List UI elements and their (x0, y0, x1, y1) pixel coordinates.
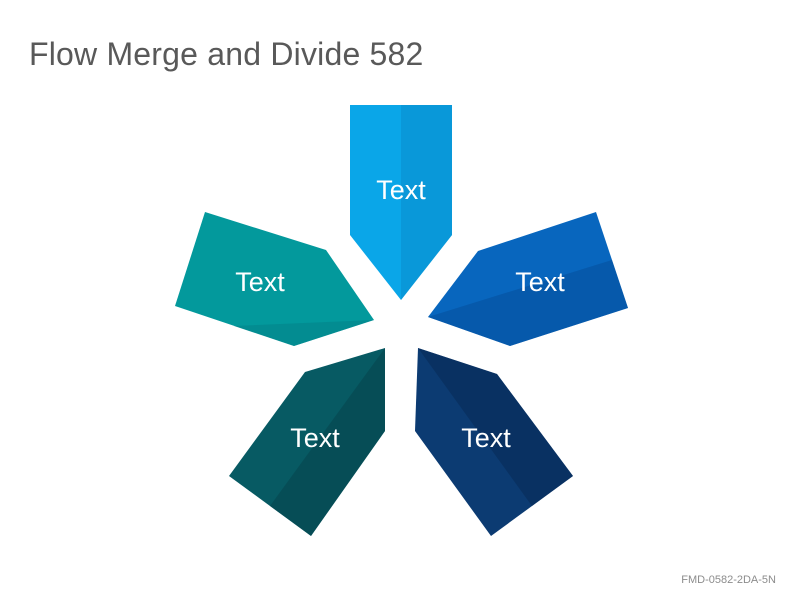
petal-left-label: Text (235, 267, 285, 297)
petal-top-shade (401, 105, 452, 300)
petal-bottom-left-shade (270, 348, 385, 536)
petal-bottom-left-label: Text (290, 423, 340, 453)
petal-left[interactable]: Text (175, 212, 374, 346)
petal-right[interactable]: Text (428, 212, 628, 346)
petal-left-shade (234, 320, 374, 346)
petal-right-shade (428, 260, 628, 346)
petal-bottom-right[interactable]: Text (415, 348, 573, 536)
petal-left-shape (175, 212, 374, 346)
petal-right-label: Text (515, 267, 565, 297)
petal-bottom-right-label: Text (461, 423, 511, 453)
petal-bottom-right-shade (418, 348, 573, 506)
petal-top[interactable]: Text (350, 105, 452, 300)
petal-bottom-left[interactable]: Text (229, 348, 385, 536)
page-title: Flow Merge and Divide 582 (29, 36, 424, 72)
petal-bottom-left-shape (229, 348, 385, 536)
petal-top-label: Text (376, 175, 426, 205)
footer-code: FMD-0582-2DA-5N (681, 574, 776, 586)
